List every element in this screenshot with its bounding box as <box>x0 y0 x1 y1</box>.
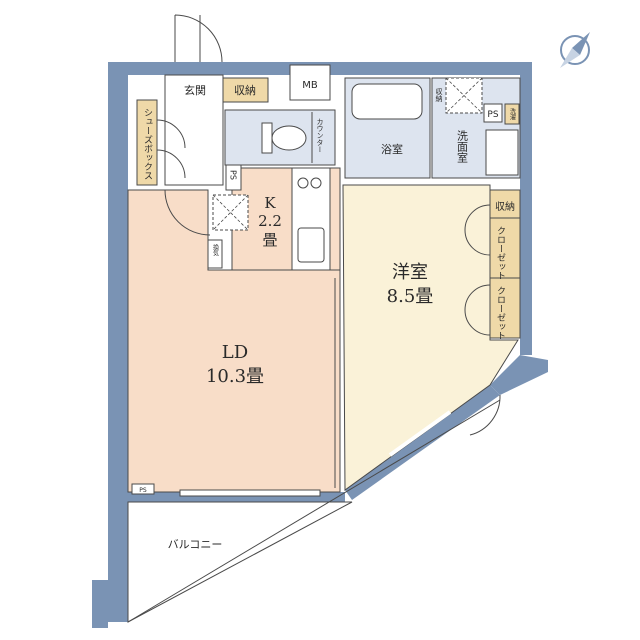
toilet-room <box>224 109 336 166</box>
label-ld-size: 10.3畳 <box>206 366 264 387</box>
ps-top-box <box>483 103 503 123</box>
label-closet-1: クローゼット <box>495 226 506 280</box>
stove-2 <box>310 177 322 189</box>
label-washer: 洗濯 <box>509 107 516 121</box>
ld-window <box>179 489 321 497</box>
closet-door-2 <box>464 284 491 336</box>
label-washroom: 洗面室 <box>456 130 469 163</box>
washer-space <box>485 129 519 176</box>
toilet-bowl <box>271 125 307 151</box>
wall-diagonal <box>345 385 500 500</box>
balcony-floor <box>127 501 353 623</box>
storage-top <box>222 77 269 103</box>
label-shoe-box: シューズボックス <box>142 108 153 180</box>
entrance-area <box>136 14 331 186</box>
label-kitchen-unit: 畳 <box>262 231 277 249</box>
label-entrance: 玄関 <box>184 83 206 97</box>
closet-storage <box>489 189 521 219</box>
kitchen-area <box>207 164 341 271</box>
balcony-rail <box>92 580 108 628</box>
western-window <box>388 410 452 457</box>
label-mb: MB <box>302 80 318 91</box>
label-ps-bottom: PS <box>139 487 147 494</box>
entry-door <box>174 14 223 63</box>
label-bath: 浴室 <box>381 142 403 156</box>
shoe-box <box>136 99 158 186</box>
wash-x-2 <box>445 77 483 114</box>
ps-bottom-box <box>131 483 155 495</box>
label-storage-top: 収納 <box>234 84 256 97</box>
outer-walls <box>92 62 548 628</box>
label-kitchen-size: 2.2 <box>258 212 282 230</box>
wall-right <box>520 62 532 355</box>
balcony-edge <box>127 399 501 623</box>
compass-north-icon <box>560 32 590 68</box>
mb-box <box>289 64 331 101</box>
ps-kitchen-box <box>225 164 242 191</box>
label-storage-western: 収納 <box>495 200 515 213</box>
wall-right-diag <box>490 355 548 395</box>
fridge-x-1 <box>212 194 249 231</box>
label-western-name: 洋室 <box>392 262 428 283</box>
sink <box>297 227 325 263</box>
fridge-x-2 <box>212 194 249 231</box>
western-floor <box>342 184 519 491</box>
label-kitchen-name: K <box>264 194 276 212</box>
label-kanki: 換気 <box>212 243 219 257</box>
ld-door-arc <box>164 189 211 236</box>
label-ps-top: PS <box>487 110 498 120</box>
closet-1-box <box>489 217 521 279</box>
label-ps-kitchen: PS <box>229 170 238 180</box>
shoe-door-arc-2 <box>156 149 186 179</box>
label-ld-name: LD <box>222 342 248 363</box>
stove-1 <box>297 177 309 189</box>
toilet-tank <box>261 122 273 154</box>
label-storage-small: 収納 <box>435 88 443 103</box>
wall-left <box>108 62 128 622</box>
shoe-door-arc <box>156 119 186 149</box>
bath-area <box>344 77 521 179</box>
label-western-size: 8.5畳 <box>387 286 434 307</box>
closet-2-box <box>489 277 521 339</box>
bathtub <box>351 83 423 120</box>
label-balcony: バルコニー <box>168 538 223 551</box>
label-counter: カウンター <box>316 118 324 153</box>
washer-label-box <box>504 103 520 125</box>
closet-door-1 <box>464 204 491 256</box>
entrance-floor <box>164 74 224 186</box>
label-closet-2: クローゼット <box>495 286 506 340</box>
ld-floor <box>127 189 341 493</box>
